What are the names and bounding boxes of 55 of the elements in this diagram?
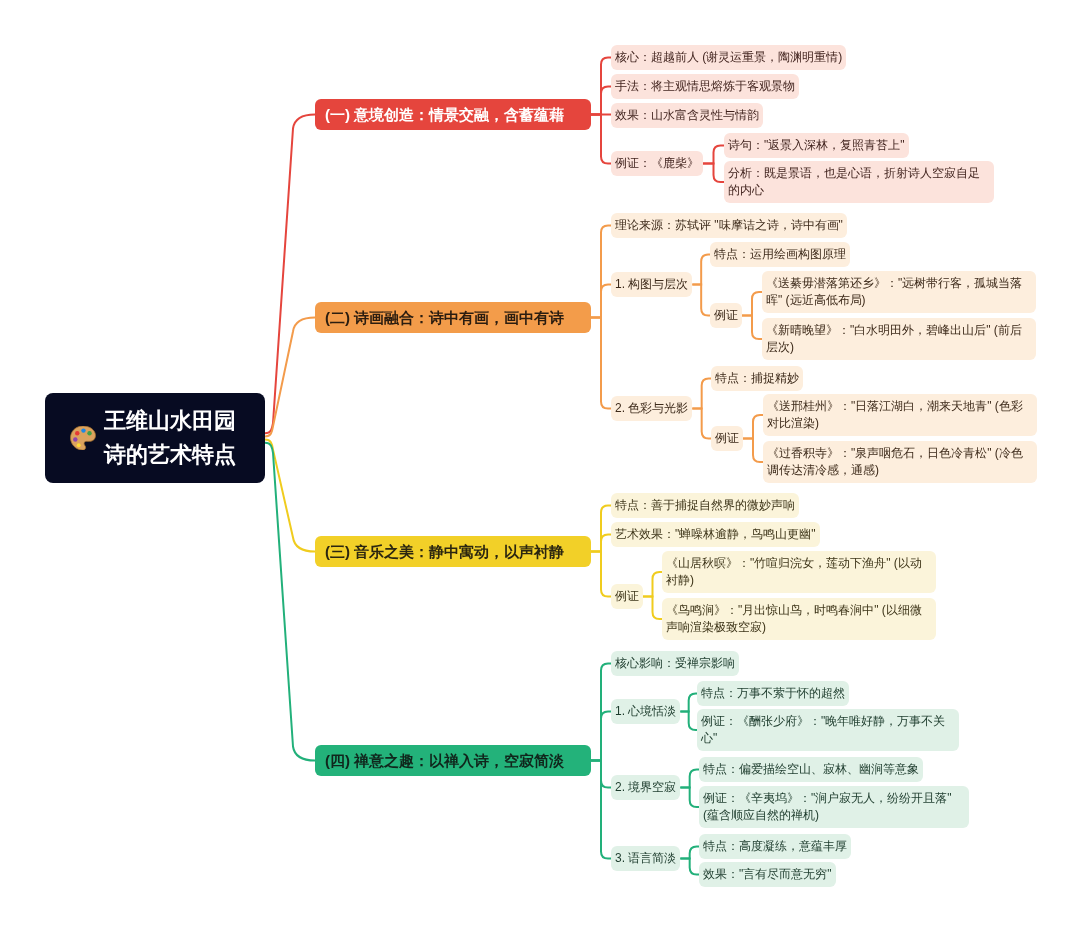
- subtopic: 特点：万事不萦于怀的超然: [697, 681, 849, 706]
- subtopic: 效果："言有尽而意无穷": [699, 862, 836, 887]
- branch-topic: (二) 诗画融合：诗中有画，画中有诗: [315, 302, 591, 333]
- subtopic: 2. 境界空寂: [611, 775, 681, 800]
- subtopic: 《送邢桂州》："日落江湖白，潮来天地青" (色彩对比渲染): [763, 394, 1037, 436]
- subtopic: 特点：捕捉精妙: [711, 366, 803, 391]
- subtopic: 例证: [611, 584, 643, 609]
- subtopic: 《新晴晚望》："白水明田外，碧峰出山后" (前后层次): [762, 318, 1036, 360]
- subtopic: 《送綦毋潜落第还乡》："远树带行客，孤城当落晖" (远近高低布局): [762, 271, 1036, 313]
- subtopic: 例证：《辛夷坞》："涧户寂无人，纷纷开且落" (蕴含顺应自然的禅机): [699, 786, 969, 828]
- subtopic: 例证: [710, 303, 742, 328]
- connector-line: [742, 437, 764, 463]
- connector-line: [642, 595, 663, 620]
- subtopic: 艺术效果："蝉噪林逾静，鸟鸣山更幽": [611, 522, 820, 547]
- subtopic: 诗句："返景入深林，复照青苔上": [724, 133, 909, 158]
- connector-line: [264, 438, 316, 553]
- connector-line: [679, 710, 698, 731]
- connector-line: [691, 407, 712, 440]
- branch-topic: (四) 禅意之趣：以禅入诗，空寂简淡: [315, 745, 591, 776]
- root-title: 王维山水田园诗的艺术特点: [104, 407, 237, 469]
- root-topic: [45, 393, 265, 483]
- connector-line: [590, 113, 612, 165]
- subtopic: 3. 语言简淡: [611, 846, 681, 871]
- subtopic: 特点：善于捕捉自然界的微妙声响: [611, 493, 799, 518]
- subtopic: 例证：《鹿柴》: [611, 151, 703, 176]
- subtopic: 《山居秋暝》："竹喧归浣女，莲动下渔舟" (以动衬静): [662, 551, 936, 593]
- subtopic: 特点：运用绘画构图原理: [710, 242, 850, 267]
- subtopic: 手法：将主观情思熔炼于客观景物: [611, 74, 799, 99]
- connector-line: [590, 550, 612, 598]
- branch-topic: (一) 意境创造：情景交融，含蓄蕴藉: [315, 99, 591, 130]
- connector-line: [590, 759, 612, 860]
- connector-line: [691, 283, 711, 317]
- subtopic: 2. 色彩与光影: [611, 396, 693, 421]
- connector-line: [679, 857, 700, 876]
- connector-line: [264, 441, 316, 762]
- connector-line: [679, 786, 700, 808]
- subtopic: 《鸟鸣涧》："月出惊山鸟，时鸣春涧中" (以细微声响渲染极致空寂): [662, 598, 936, 640]
- connector-line: [264, 316, 316, 438]
- connector-line: [590, 316, 612, 410]
- subtopic: 1. 心境恬淡: [611, 699, 681, 724]
- subtopic: 1. 构图与层次: [611, 272, 693, 297]
- subtopic: 《过香积寺》："泉声咽危石，日色冷青松" (冷色调传达清冷感，通感): [763, 441, 1037, 483]
- branch-topic: (三) 音乐之美：静中寓动，以声衬静: [315, 536, 591, 567]
- subtopic: 核心影响：受禅宗影响: [611, 651, 739, 676]
- subtopic: 特点：高度凝练，意蕴丰厚: [699, 834, 851, 859]
- connector-line: [264, 113, 316, 435]
- subtopic: 分析：既是景语，也是心语，折射诗人空寂自足的内心: [724, 161, 994, 203]
- subtopic: 理论来源：苏轼评 "味摩诘之诗，诗中有画": [611, 213, 847, 238]
- subtopic: 核心：超越前人 (谢灵运重景，陶渊明重情): [611, 45, 847, 70]
- subtopic: 特点：偏爱描绘空山、寂林、幽涧等意象: [699, 757, 923, 782]
- subtopic: 例证: [711, 426, 743, 451]
- connector-line: [702, 162, 725, 183]
- subtopic: 例证：《酬张少府》："晚年唯好静，万事不关心": [697, 709, 959, 751]
- connector-line: [741, 314, 763, 340]
- subtopic: 效果：山水富含灵性与情韵: [611, 103, 763, 128]
